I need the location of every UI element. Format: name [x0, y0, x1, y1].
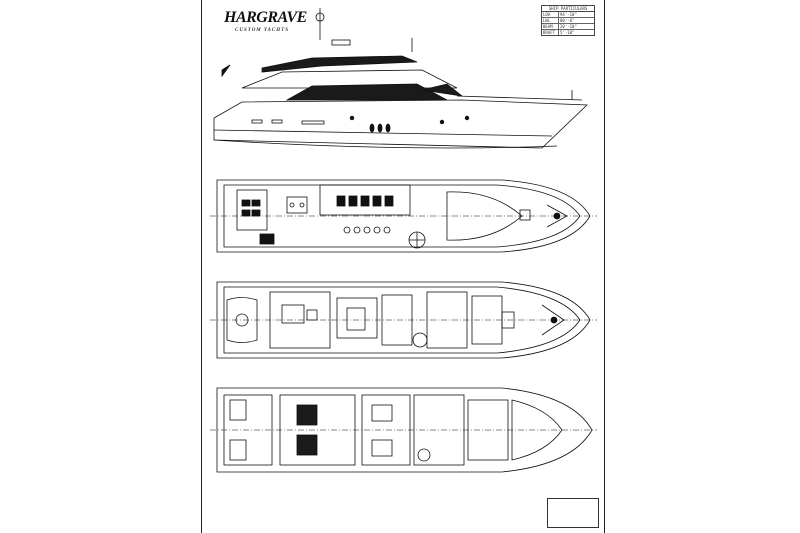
- spec-label: LOA: [542, 12, 559, 17]
- bow-rail: [456, 95, 583, 101]
- dining-table: [346, 307, 366, 331]
- porthole: [464, 115, 470, 121]
- deck-inner-outline: [223, 184, 581, 248]
- spec-value: 94'-10": [560, 12, 577, 17]
- boot-stripe: [213, 129, 553, 137]
- engine-room: [279, 394, 356, 466]
- ensign-flag: [221, 64, 231, 78]
- helm-station: [519, 209, 531, 221]
- galley: [381, 294, 413, 346]
- sky-lounge-bar: [319, 184, 411, 216]
- guest-berth: [371, 404, 393, 422]
- spec-header: SHIP PARTICULARS: [542, 6, 594, 12]
- stool-row: [336, 195, 394, 207]
- chaise: [241, 209, 251, 217]
- spiral-stair: [417, 448, 431, 462]
- dining-room: [336, 297, 378, 339]
- porthole: [439, 119, 445, 125]
- drawing-sheet: HARGRAVE CUSTOM YACHTS SHIP PARTICULARS …: [201, 0, 605, 533]
- console: [446, 191, 523, 241]
- guest-berth: [371, 439, 393, 457]
- salon: [269, 291, 331, 349]
- crew-quarters: [223, 394, 273, 466]
- bow-seating: [546, 204, 568, 228]
- brand-subtitle: CUSTOM YACHTS: [235, 28, 289, 33]
- pilothouse-window: [421, 83, 464, 97]
- chair: [299, 202, 305, 208]
- forward-stateroom: [467, 399, 509, 461]
- spec-label: BEAM: [542, 24, 559, 29]
- chair: [289, 202, 295, 208]
- anchor-windlass: [553, 212, 561, 220]
- engine: [296, 404, 318, 426]
- hull-window: [251, 119, 263, 124]
- aft-deck-seating: [226, 297, 258, 343]
- helm-console: [501, 311, 515, 329]
- porthole: [349, 115, 355, 121]
- guest-stateroom: [361, 394, 411, 466]
- stair-treads: [409, 232, 425, 248]
- spec-value: 5'-10": [560, 30, 575, 35]
- drawing-canvas: [210, 8, 597, 473]
- coffee-table: [306, 309, 318, 321]
- main-deck-plan: [210, 281, 597, 359]
- chaise: [251, 199, 261, 207]
- anchor-windlass: [550, 316, 558, 324]
- title-block: [547, 498, 599, 528]
- forepeak: [511, 399, 563, 461]
- engine: [296, 434, 318, 456]
- spec-value: 80'-6": [560, 18, 575, 23]
- waterline: [213, 139, 558, 149]
- tender: [259, 233, 275, 245]
- porthole: [369, 123, 375, 133]
- chaise: [241, 199, 251, 207]
- vip-stateroom: [413, 394, 465, 466]
- aft-table: [235, 313, 249, 327]
- porthole: [385, 123, 391, 133]
- hull: [213, 99, 588, 149]
- helm-seats: [343, 226, 391, 234]
- deck-inner-outline: [223, 286, 581, 354]
- crew-berth: [229, 399, 247, 421]
- main-windows: [285, 83, 448, 101]
- radar-array: [331, 39, 351, 46]
- crew-berth: [229, 439, 247, 461]
- spec-label: LWL: [542, 18, 559, 23]
- profile-view: [213, 8, 588, 149]
- salon-sofa: [281, 304, 305, 324]
- hardtop: [261, 55, 418, 73]
- brand-logo: HARGRAVE: [224, 9, 307, 26]
- dining-table: [286, 196, 308, 214]
- hull-window: [301, 120, 325, 125]
- hull-window: [271, 119, 283, 124]
- chaise: [251, 209, 261, 217]
- aft-seating: [236, 189, 268, 231]
- spec-value: 20'-10": [560, 24, 577, 29]
- master-stateroom: [426, 291, 468, 349]
- deck-outline: [216, 387, 593, 473]
- bow-seating: [541, 304, 565, 336]
- spiral-stair: [412, 332, 428, 348]
- spec-label: DRAFT: [542, 30, 559, 35]
- radar-dome: [315, 12, 325, 22]
- porthole: [377, 123, 383, 133]
- lower-deck-plan: [210, 387, 597, 473]
- flybridge-plan: [210, 179, 597, 253]
